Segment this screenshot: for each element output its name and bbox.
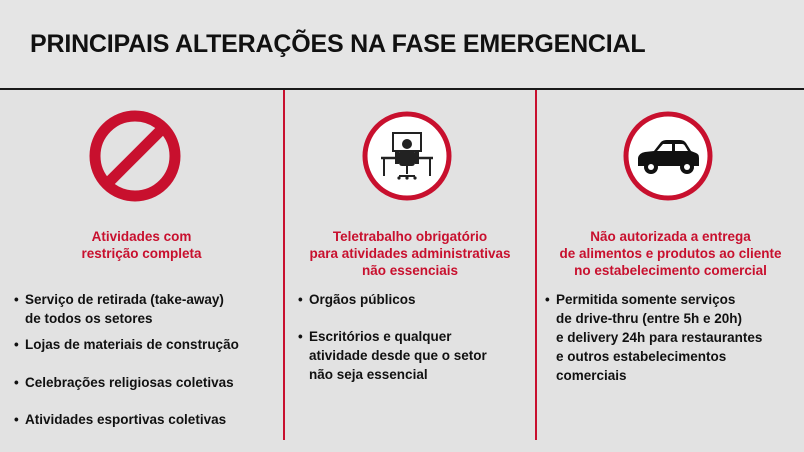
page-title: PRINCIPAIS ALTERAÇÕES NA FASE EMERGENCIA… [30, 30, 646, 58]
column-heading: Atividades com restrição completa [81, 229, 202, 261]
list-item: • Permitida somente serviços de drive-th… [545, 292, 763, 383]
column-restrictions: Atividades com restrição completa • Serv… [0, 90, 283, 452]
header: PRINCIPAIS ALTERAÇÕES NA FASE EMERGENCIA… [0, 0, 804, 88]
column-divider-2 [535, 90, 537, 440]
column-telework: Teletrabalho obrigatório para atividades… [285, 90, 535, 452]
office-desk-icon [357, 106, 457, 206]
list-item: • Atividades esportivas coletivas [14, 412, 227, 427]
prohibited-icon [85, 106, 185, 206]
list-item: • Serviço de retirada (take-away) de tod… [14, 292, 224, 326]
header-divider [0, 88, 804, 90]
column-delivery: Não autorizada a entrega de alimentos e … [537, 90, 804, 452]
column-heading: Teletrabalho obrigatório para atividades… [309, 229, 511, 278]
list-item: • Escritórios e qualquer atividade desde… [298, 329, 487, 382]
list-item: • Celebrações religiosas coletivas [14, 375, 234, 390]
list-item: • Orgãos públicos [298, 292, 416, 307]
column-divider-1 [283, 90, 285, 440]
list-item: • Lojas de materiais de construção [14, 337, 239, 352]
column-heading: Não autorizada a entrega de alimentos e … [559, 229, 782, 278]
car-icon [618, 106, 718, 206]
